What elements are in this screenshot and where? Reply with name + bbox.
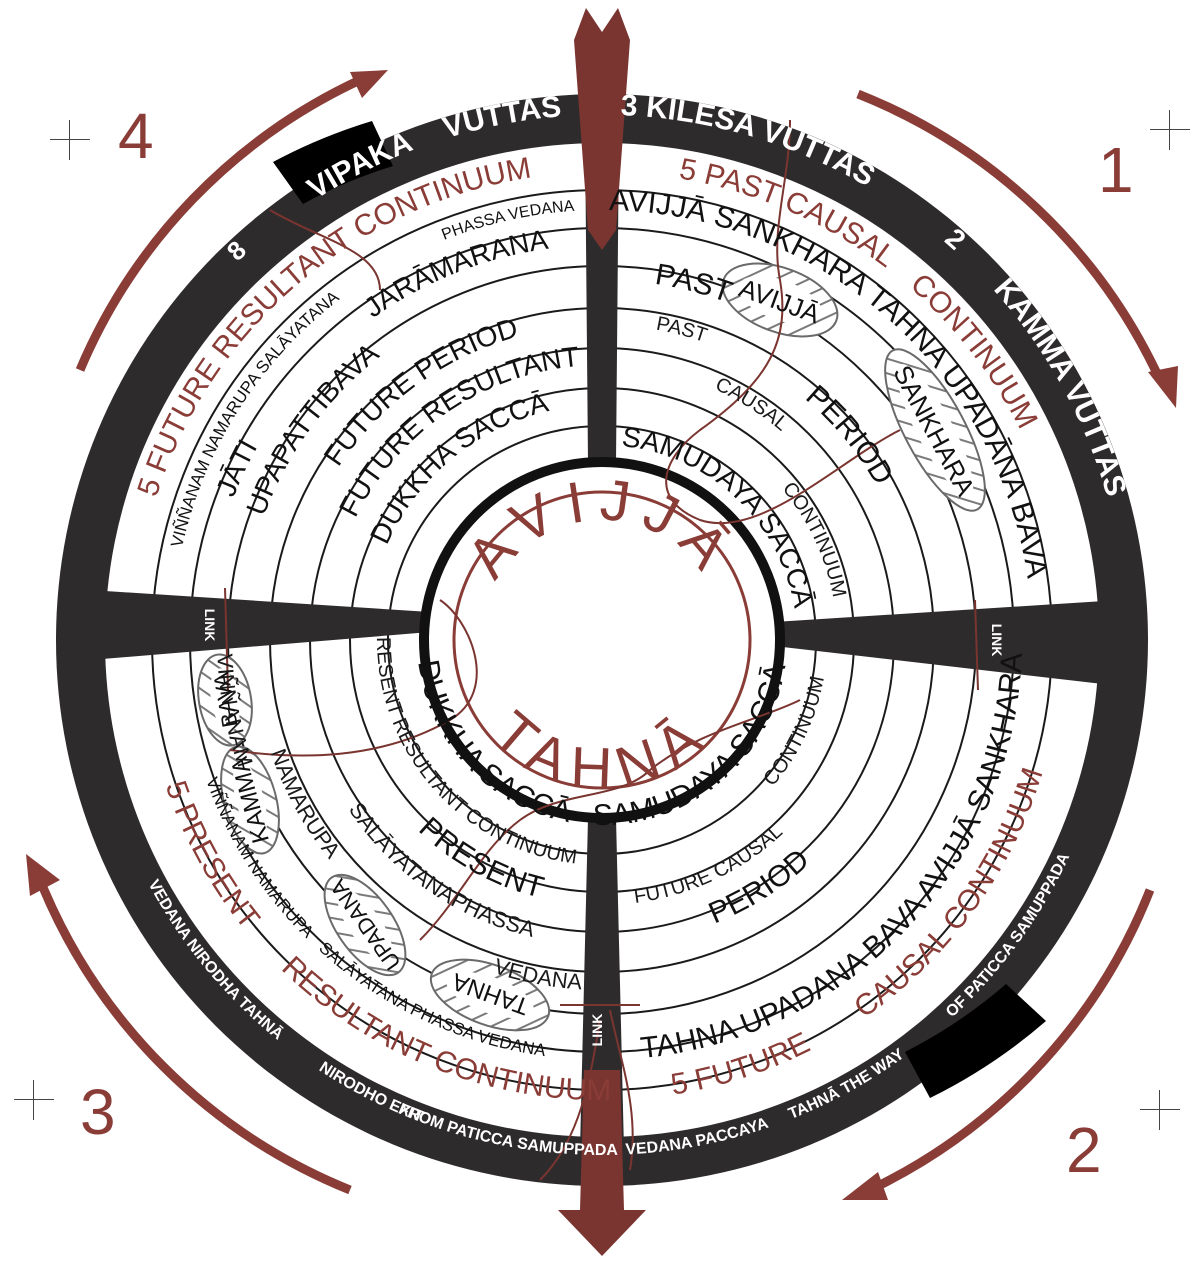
quadrant-number-1: 1	[1098, 138, 1134, 202]
registration-mark-top-left	[50, 120, 90, 160]
link-bottom: LINK	[589, 1014, 605, 1047]
registration-mark-top-right	[1150, 110, 1190, 150]
link-left: LINK	[202, 609, 218, 642]
registration-mark-bottom-right	[1140, 1090, 1180, 1130]
quadrant-number-3: 3	[80, 1080, 116, 1144]
quadrant-number-4: 4	[118, 104, 154, 168]
quadrant-number-2: 2	[1066, 1118, 1102, 1182]
registration-mark-bottom-left	[14, 1080, 54, 1120]
link-right: LINK	[989, 624, 1005, 657]
